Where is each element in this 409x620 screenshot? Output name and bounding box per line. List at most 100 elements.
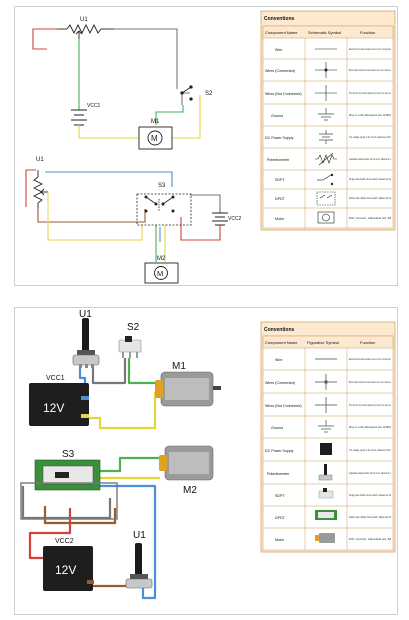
potentiometer-table-symbol [315,152,337,166]
row-name: SDPT [275,494,285,498]
figurative-panel: U1 S2 M1 12V VCC1 [14,307,398,615]
wire-green [155,105,184,125]
header-symbol: Schematic Symbol [308,30,341,35]
wire-blue [45,171,173,187]
row-name: Wires (Connected) [265,381,295,385]
row-name: Ground [271,114,283,118]
label-m2: M2 [183,485,197,496]
potentiometer-figurative [125,543,153,589]
motor-figurative [155,371,221,407]
dc-power-figurative-symbol [320,443,332,455]
row-function: Electrical connection between two or mor… [349,48,392,51]
spdt-switch-symbol [180,85,193,101]
row-name: Potentiometer [267,472,290,476]
spdt-figurative-symbol [318,488,334,499]
dc-power-symbol [319,130,333,144]
wire-gray [181,92,190,105]
header-component-name: Component Name [265,340,298,345]
motor-figurative [159,445,214,481]
battery-voltage-1: 12V [43,401,64,415]
ground-figurative-symbol [318,420,334,433]
header-function: Function [360,340,375,345]
label-u1-top: U1 [80,17,88,23]
label-m1: M1 [151,119,160,125]
dpdt-switch-symbol [136,193,192,226]
row-function: The voltage supply in the circuit, label… [349,136,391,139]
svg-text:M: M [151,134,158,143]
battery-figurative [29,383,89,426]
conventions-table-schematic: Conventions Component Name Schematic Sym… [260,10,396,231]
row-name: DC Power Supply [265,449,294,453]
wire-blue [99,484,157,600]
row-function: Zero volt labeled as GND [349,426,391,429]
row-name: Wires (Not Connected) [265,92,302,96]
row-function: When Two wires in a schematic diagram do… [349,404,391,407]
header-function: Function [360,30,375,35]
ground-symbol [318,108,334,121]
row-name: Wire [275,48,282,52]
row-name: Ground [271,426,283,430]
label-s3: S3 [158,183,166,189]
battery-symbol [212,212,228,226]
battery-figurative [43,546,94,591]
wire-red [28,508,72,560]
potentiometer-symbol [57,23,114,39]
wire-gray [190,194,221,213]
wire-red [32,28,57,42]
wires-not-connected-symbol [315,85,337,101]
label-vcc1: VCC1 [46,375,65,382]
row-name: DPDT [275,516,286,520]
motor-table-symbol [317,211,335,224]
dpdt-figurative-symbol [315,510,337,520]
wires-not-connected-figurative-symbol [315,397,337,413]
row-function: DC motor, labeled as M [349,217,391,220]
row-name: Potentiometer [267,158,290,162]
dpdt-switch-figurative [20,459,118,520]
battery-voltage-2: 12V [55,563,76,577]
row-function: DC motor, labeled as M [349,538,391,541]
header-component-name: Component Name [265,30,298,35]
row-name: Wire [275,358,282,362]
wire-brown [43,506,117,525]
label-u1-mid: U1 [36,157,44,163]
row-function: Double pole double throw switch, labeled… [349,516,391,519]
conventions-title: Conventions [264,327,294,333]
row-function: Zero volt labeled as GND [349,114,391,117]
row-name: Wires (Connected) [265,69,295,73]
label-vcc2: VCC2 [55,538,74,545]
row-function: Electrical connection between two or mor… [349,358,392,361]
row-name: DPDT [275,197,286,201]
spdt-switch-figurative [118,336,142,358]
wire-gray [114,28,178,89]
motor-figurative-symbol [315,533,335,543]
wire-gray [21,486,112,520]
schematic-diagram: U1 VCC1 S2 M M1 [25,10,396,284]
wire-yellow [172,95,201,139]
potentiometer-symbol [32,170,49,217]
wires-connected-symbol [315,62,337,78]
label-u1-bottom: U1 [133,530,146,541]
spdt-table-symbol [317,173,334,186]
label-s2: S2 [205,91,213,97]
conventions-table-figurative: Conventions Component Name Figurative Sy… [260,321,396,553]
potentiometer-figurative-symbol [318,464,333,481]
header-symbol: Figurative Symbol [307,340,339,345]
wires-connected-figurative-symbol [315,374,337,390]
potentiometer-figurative [72,318,100,368]
label-vcc2: VCC2 [228,216,242,222]
row-name: DC Power Supply [265,136,294,140]
wire-yellow [85,391,165,430]
row-function: Single pole double throw switch, labeled… [349,494,391,497]
label-s2: S2 [127,322,140,333]
row-function: The voltage supply in the circuit, label… [349,449,391,452]
row-function: Double pole double throw switch, labeled… [349,197,391,200]
wire-gray [91,358,127,385]
wire-yellow [47,217,143,241]
svg-text:M: M [157,269,163,278]
label-m2: M2 [157,256,166,262]
row-function: Branch instance electrical connection be… [349,381,391,384]
row-name: Motor [275,538,285,542]
figurative-diagram: U1 S2 M1 12V VCC1 [20,309,396,600]
row-name: SDPT [275,178,285,182]
wire-red [25,169,36,207]
